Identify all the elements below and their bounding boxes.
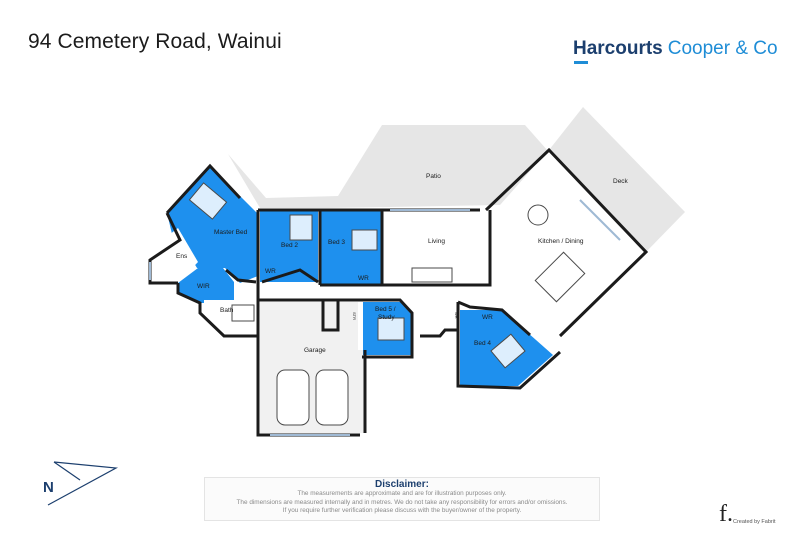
bath-label: Bath [220,307,234,314]
disclaimer-line-3: If you require further verification plea… [282,507,522,515]
deck-area [549,107,685,252]
ens-label: Ens [176,253,188,260]
wir-master-label: WIR [197,283,210,290]
ens-area [152,228,198,283]
brand-main-text: Harcourts [573,38,663,59]
bed3-label: Bed 3 [328,239,345,246]
wr-bed4b-label: WR [454,312,459,319]
north-compass: N [40,458,120,513]
master-wir-area [178,268,234,303]
bed4-label: Bed 4 [474,340,491,347]
patio-area [228,125,548,208]
compass-label: N [43,479,54,496]
fabrit-credit: Created by Fabrit [733,519,776,525]
stair-label: STR [352,312,357,320]
windows [149,199,621,436]
fabrit-logo-icon: f. [719,501,733,527]
garage-floor [260,302,365,433]
master-bed-label: Master Bed [214,229,248,236]
garage-label: Garage [304,347,326,354]
disclaimer-line-2: The dimensions are measured internally a… [236,498,568,506]
wr-bed3-label: WR [358,275,369,282]
fabrit-letter: f. [719,501,733,525]
living-label: Living [428,238,445,245]
patio-label: Patio [426,173,441,180]
bed5-label-line2: Study [378,314,395,321]
furniture [188,182,586,426]
fabrit-logo: f. [718,497,734,530]
brand-underline [574,61,588,64]
walls [148,147,649,437]
bed5-label-line1: Bed 5 / [375,306,396,313]
disclaimer-title: Disclaimer: [375,479,429,490]
deck-label: Deck [613,178,629,185]
north-arrow-icon: N [43,461,119,506]
disclaimer-line-1: The measurements are approximate and are… [297,490,507,497]
wr-bed4-label: WR [482,314,493,321]
disclaimer-box: Disclaimer: The measurements are approxi… [204,477,600,521]
brand-sub-text: Cooper & Co [667,38,778,59]
wr-bed2-label: WR [265,268,276,275]
property-address: 94 Cemetery Road, Wainui [28,30,282,53]
kitchen-dining-label: Kitchen / Dining [538,238,584,245]
bed2-label: Bed 2 [281,242,298,249]
